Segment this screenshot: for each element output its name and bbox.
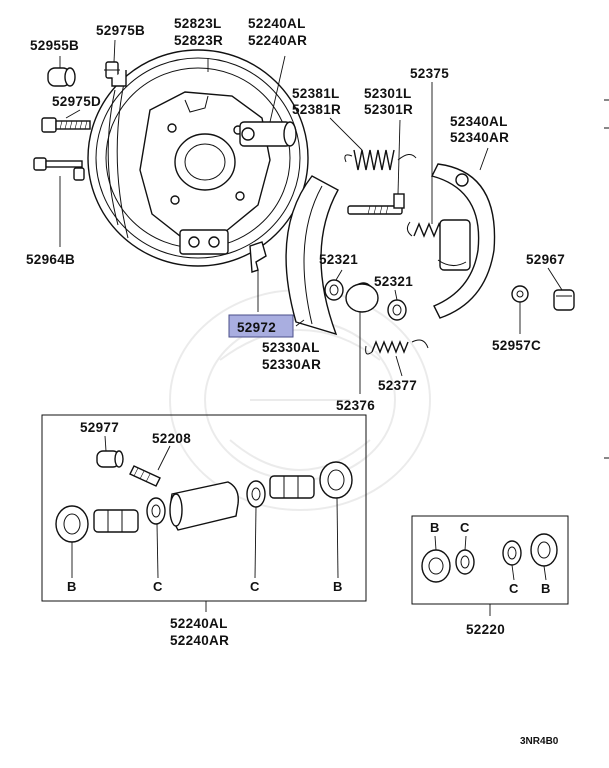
upper-labels: 52955B 52975B 52823L 52823R 52240AL 5224…: [26, 16, 565, 413]
catalog-code: 3NR4B0: [520, 736, 559, 747]
label-52381l: 52381L: [292, 86, 340, 101]
callout-cyl-2: C: [153, 579, 163, 594]
brake-shoe-right: [430, 163, 496, 319]
label-52972: 52972: [237, 320, 276, 335]
wheel-cylinder-box: [41, 414, 367, 612]
callout-kit-2: C: [460, 520, 470, 535]
callout-kit-1: B: [430, 520, 439, 535]
label-52964b: 52964B: [26, 252, 75, 267]
label-52340al: 52340AL: [450, 114, 508, 129]
clip-52972: [249, 241, 267, 273]
repair-kit-box: [411, 515, 569, 616]
label-52955b: 52955B: [30, 38, 79, 53]
leader-lines-upper: [59, 39, 563, 394]
label-52330ar: 52330AR: [262, 357, 321, 372]
spring-52381: [344, 149, 417, 171]
label-52220: 52220: [466, 622, 505, 637]
nut-52957c: [511, 285, 529, 303]
label-52321-a: 52321: [319, 252, 358, 267]
wheel-cylinder-labels: 52977 52208 B C C B 52240AL 52240AR: [67, 420, 342, 648]
label-52376: 52376: [336, 398, 375, 413]
label-52301r: 52301R: [364, 102, 413, 117]
brake-shoe-left: [285, 175, 339, 336]
label-52240al-bottom: 52240AL: [170, 616, 228, 631]
backing-plate: [87, 49, 309, 267]
label-52208: 52208: [152, 431, 191, 446]
highlight-box-52972: [228, 314, 294, 338]
label-52977: 52977: [80, 420, 119, 435]
strut-52301: [347, 193, 405, 215]
cap-52967: [553, 289, 575, 311]
label-52330al: 52330AL: [262, 340, 320, 355]
label-52975d: 52975D: [52, 94, 101, 109]
callout-cyl-4: B: [333, 579, 342, 594]
label-52975b: 52975B: [96, 23, 145, 38]
repair-kit-labels: B C C B 52220: [430, 520, 550, 637]
callout-cyl-3: C: [250, 579, 260, 594]
bolt-52964b: [33, 157, 85, 181]
label-52340ar: 52340AR: [450, 130, 509, 145]
callout-kit-3: C: [509, 581, 519, 596]
label-52321-b: 52321: [374, 274, 413, 289]
label-52240ar-top: 52240AR: [248, 33, 307, 48]
label-52823r: 52823R: [174, 33, 223, 48]
label-52240al-top: 52240AL: [248, 16, 306, 31]
label-52377: 52377: [378, 378, 417, 393]
label-52381r: 52381R: [292, 102, 341, 117]
label-52301l: 52301L: [364, 86, 412, 101]
label-52375: 52375: [410, 66, 449, 81]
label-52957c: 52957C: [492, 338, 541, 353]
bolt-52975d: [41, 117, 91, 133]
retainer-52321-a: [324, 279, 344, 301]
spring-52375: [406, 221, 445, 238]
bolt-52975b: [104, 61, 127, 87]
callout-cyl-1: B: [67, 579, 76, 594]
spring-52377: [365, 339, 429, 355]
plug-52955b: [47, 67, 76, 87]
label-52823l: 52823L: [174, 16, 222, 31]
label-52240ar-bottom: 52240AR: [170, 633, 229, 648]
callout-kit-4: B: [541, 581, 550, 596]
spring-52376: [345, 282, 379, 313]
margin-marks: [604, 99, 609, 459]
retainer-52321-b: [387, 299, 407, 321]
label-52967: 52967: [526, 252, 565, 267]
